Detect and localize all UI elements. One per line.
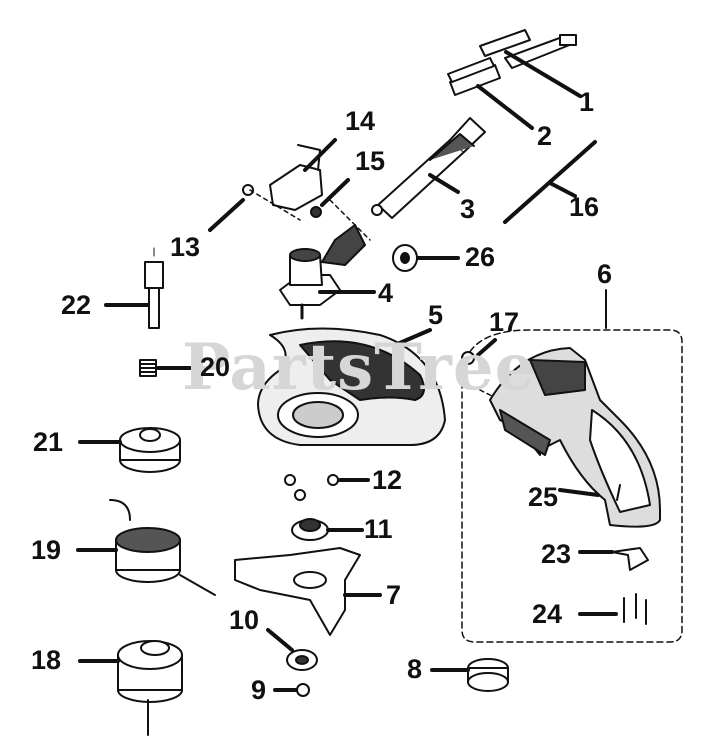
part-9-nut [273,683,310,697]
callout-10: 10 [229,605,260,635]
part-15-screw [310,178,350,218]
part-12-screws [284,474,370,501]
part-13-screw [208,184,254,232]
part-3-shaft-tube [371,117,486,219]
part-2-decal [447,57,534,130]
callout-11: 11 [364,514,393,544]
callout-20: 20 [200,352,231,382]
part-17-screw [461,338,497,365]
callout-23: 23 [541,539,572,569]
callout-15: 15 [355,146,386,176]
part-21-head [78,427,181,473]
callout-16: 16 [569,192,600,222]
part-26-spacer [392,244,460,272]
callout-22: 22 [61,290,92,320]
part-11-adapter [291,518,364,541]
callout-14: 14 [345,106,376,136]
part-14-bracket [269,138,337,211]
part-5-guard [257,327,446,446]
part-8-knob [430,658,509,692]
callout-13: 13 [170,232,201,262]
part-18-head [78,640,183,736]
part-16-rod [503,140,597,224]
part-4-gear-head [279,224,376,320]
callout-6: 6 [597,259,613,289]
callout-4: 4 [378,278,394,308]
callout-7: 7 [386,580,402,610]
part-6-handle-assembly [461,289,683,643]
callout-26: 26 [465,242,496,272]
part-1-shaft-end [479,29,582,98]
part-19-trimmer-head [76,499,216,596]
callout-12: 12 [372,465,403,495]
callout-8: 8 [407,654,423,684]
callout-25: 25 [528,482,559,512]
part-22-bolt [104,247,164,329]
callout-24: 24 [532,599,563,629]
callout-17: 17 [489,307,520,337]
watermark: PartsTree [182,330,537,405]
part-10-washer [266,628,318,671]
callout-9: 9 [251,675,267,705]
part-7-blade [234,547,382,636]
callout-19: 19 [31,535,62,565]
part-24-screws [578,593,647,625]
callout-21: 21 [33,427,64,457]
callout-2: 2 [537,121,553,151]
callout-1: 1 [579,87,595,117]
callout-5: 5 [428,300,444,330]
part-20-spring [139,359,198,377]
callout-3: 3 [460,194,476,224]
callout-18: 18 [31,645,62,675]
part-23-clip [578,547,649,571]
